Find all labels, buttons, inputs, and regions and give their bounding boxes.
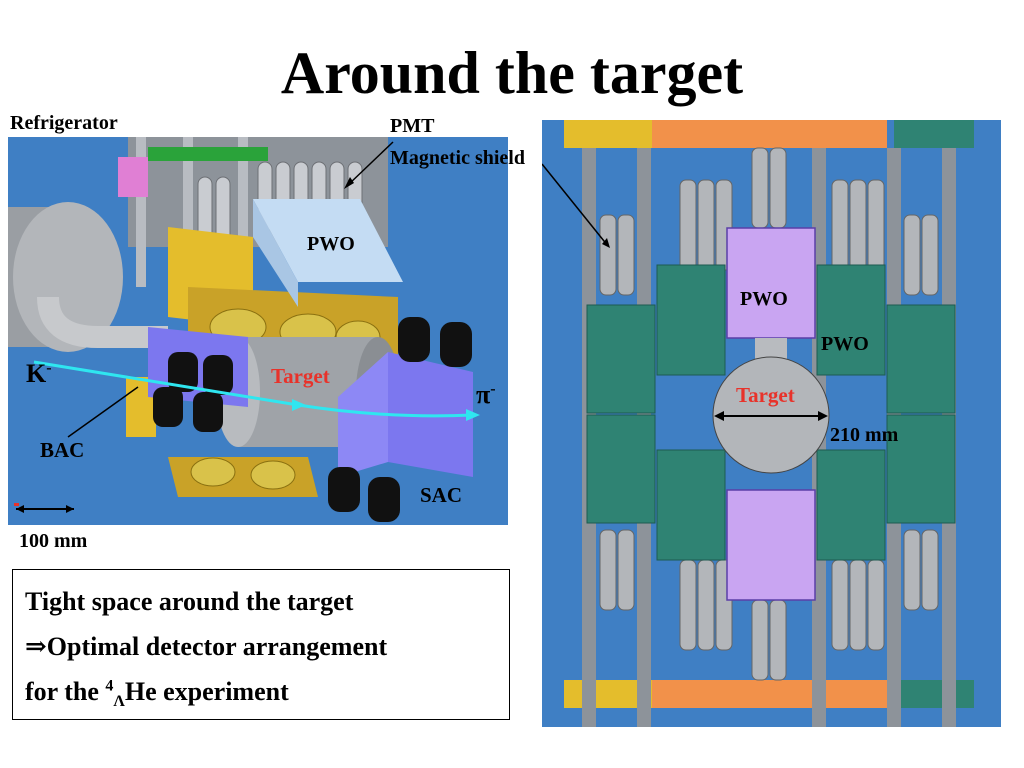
k-minus-label: K-: [26, 359, 52, 388]
target-label-right: Target: [736, 383, 795, 407]
pwo-label-center: PWO: [740, 288, 788, 310]
magnetic-shield-label: Magnetic shield: [390, 147, 525, 169]
summary-line-1: Tight space around the target: [25, 587, 354, 616]
beam-track: [33, 360, 474, 418]
pmt-frame: [118, 137, 388, 287]
target-label-left: Target: [271, 364, 330, 388]
slide-title: Around the target: [280, 40, 744, 106]
pwo-label-left: PWO: [307, 233, 355, 255]
detector-3d-view: [8, 137, 508, 525]
pwo-label-side: PWO: [821, 333, 869, 355]
bac-label: BAC: [40, 438, 85, 462]
pwo-block-top: [726, 227, 816, 339]
pwo-box-top: [253, 199, 403, 282]
summary-line-3: for the 4ΛHe experiment: [25, 677, 289, 711]
sac-label: SAC: [420, 483, 463, 507]
scale-label: 100 mm: [19, 530, 88, 552]
summary-line-2: ⇒Optimal detector arrangement: [25, 632, 388, 661]
refrigerator-label: Refrigerator: [10, 112, 118, 134]
summary-box: Tight space around the target ⇒Optimal d…: [12, 569, 510, 720]
diameter-label: 210 mm: [830, 424, 899, 446]
detector-top-view: [542, 120, 1001, 727]
pmt-label: PMT: [390, 115, 435, 137]
bac-detector: [148, 327, 248, 432]
pi-minus-label: π-: [476, 380, 496, 409]
refrigerator: [8, 202, 168, 352]
pwo-block-bottom: [726, 489, 816, 601]
